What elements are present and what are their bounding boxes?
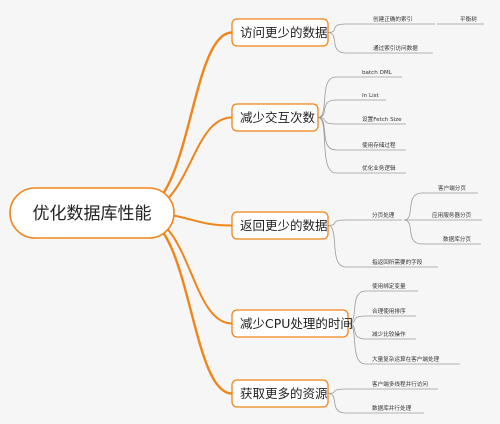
leaf-connector-b3c1g3: [403, 219, 481, 245]
leaf-node-b5c1[interactable]: 客户端多线程并行访问: [372, 380, 428, 388]
leaf-node-b3c2[interactable]: 指返回所需要的字段: [372, 258, 423, 266]
leaf-node-b1c1g1[interactable]: 平衡树: [460, 15, 477, 23]
branch-node-b5[interactable]: 获取更多的资源: [231, 379, 329, 408]
leaf-node-b4c2[interactable]: 合理使用排序: [372, 307, 406, 315]
leaf-node-b3c1g1[interactable]: 客户端分页: [438, 184, 466, 192]
leaf-node-b4c1[interactable]: 使用绑定变量: [372, 282, 406, 290]
branch-connector-b5: [138, 215, 234, 395]
branch-node-b3[interactable]: 返回更少的数据: [231, 211, 329, 240]
leaf-connector-b4c1: [347, 290, 418, 324]
leaf-connector-b4c2: [347, 315, 416, 324]
branch-node-label: 获取更多的资源: [240, 386, 328, 401]
leaf-connector-b4c4: [347, 323, 460, 365]
leaf-node-b2c3[interactable]: 设置Fetch Size: [362, 115, 402, 123]
branch-node-b1[interactable]: 访问更少的数据: [231, 18, 329, 47]
root-node-shape: [9, 187, 175, 239]
leaf-connector-b2c1: [317, 76, 402, 118]
branch-node-b2[interactable]: 减少交互次数: [231, 103, 319, 132]
leaf-node-b5c2[interactable]: 数据库并行处理: [372, 404, 412, 412]
branch-node-shape: [231, 211, 329, 240]
leaf-node-b3c1[interactable]: 分页处理: [372, 211, 395, 219]
leaf-node-b2c2[interactable]: In List: [362, 93, 380, 99]
leaf-connector-b3c1g1: [403, 192, 478, 221]
leaf-connector-b2c5: [317, 117, 406, 174]
leaf-connector-b2c3: [317, 117, 406, 125]
leaf-node-b1c2[interactable]: 通过索引访问数据: [373, 44, 418, 52]
leaf-node-b2c1[interactable]: batch DML: [362, 70, 393, 76]
leaf-connector-b3c2: [327, 225, 438, 268]
leaf-node-b1c1[interactable]: 创建正确的索引: [373, 15, 412, 23]
root-node[interactable]: 优化数据库性能: [9, 187, 175, 239]
branch-node-shape: [231, 309, 349, 338]
leaf-connector-b5c2: [327, 393, 424, 414]
branch-node-shape: [231, 379, 329, 408]
branch-node-label: 减少交互次数: [240, 110, 316, 125]
leaf-connector-b1c1: [327, 23, 435, 33]
leaf-node-b4c3[interactable]: 减少比较操作: [372, 330, 406, 338]
leaf-node-b2c5[interactable]: 优化业务逻辑: [362, 164, 396, 172]
branch-node-label: 减少CPU处理的时间: [240, 316, 353, 331]
leaf-connector-b1c2: [327, 32, 433, 54]
leaf-node-b3c1g2[interactable]: 应用服务器分页: [432, 211, 472, 219]
leaf-connector-b3c1: [327, 219, 402, 226]
root-node-label: 优化数据库性能: [33, 204, 152, 224]
leaf-node-b2c4[interactable]: 使用存储过程: [362, 141, 396, 149]
leaf-connector-b4c3: [347, 323, 416, 340]
leaf-node-b4c4[interactable]: 大量复杂运算在客户端处理: [372, 355, 440, 363]
branch-node-label: 访问更少的数据: [240, 25, 328, 40]
leaf-node-b3c1g3[interactable]: 数据库分页: [443, 235, 471, 243]
branch-node-shape: [231, 103, 319, 132]
leaf-connector-b2c2: [317, 99, 386, 118]
branch-node-shape: [231, 18, 329, 47]
connector-layer: [138, 23, 484, 414]
leaf-connector-b2c4: [317, 117, 406, 151]
branch-node-b4[interactable]: 减少CPU处理的时间: [231, 309, 353, 338]
branch-node-label: 返回更少的数据: [240, 218, 328, 233]
leaf-connector-b5c1: [327, 388, 438, 394]
